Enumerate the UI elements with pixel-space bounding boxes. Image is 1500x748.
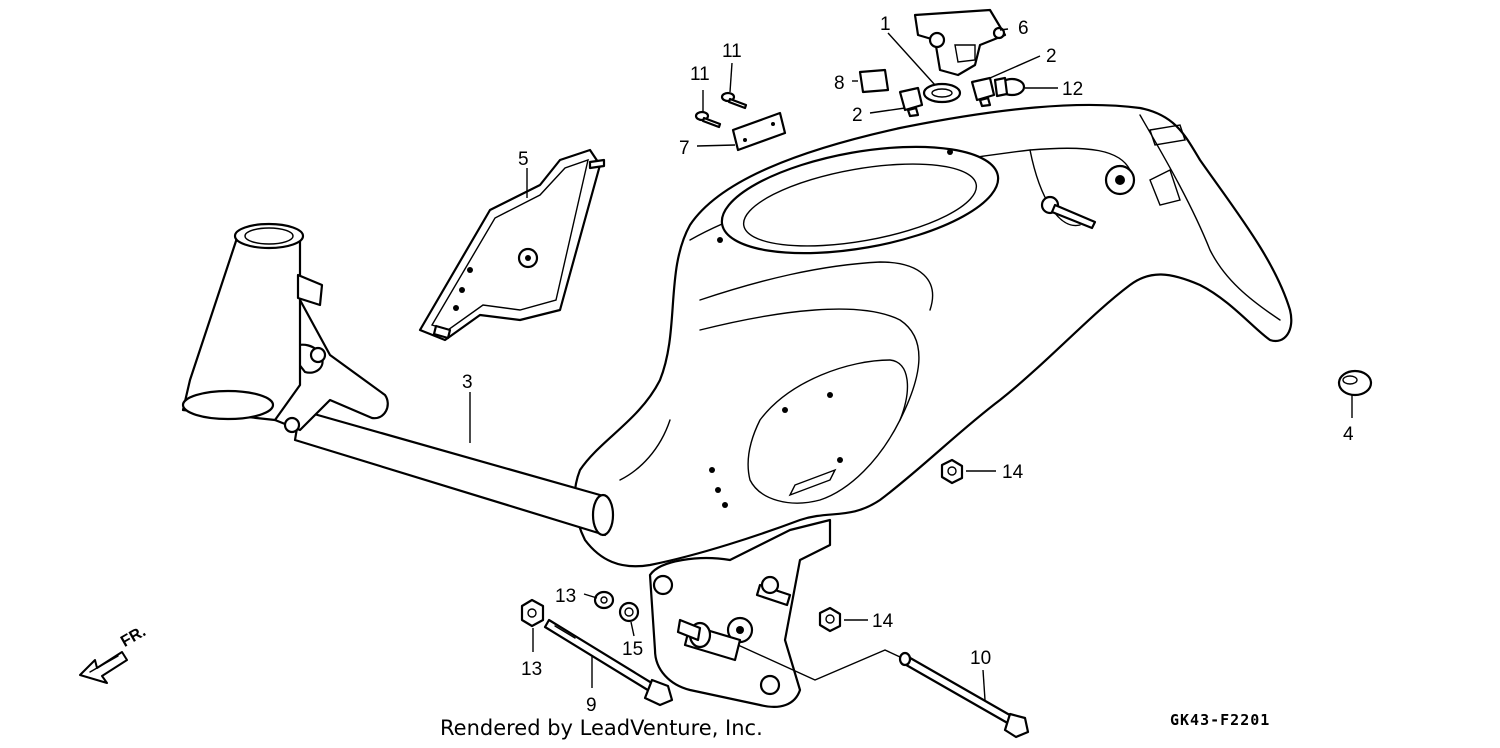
- label-part-8: [858, 68, 890, 94]
- bolt-part-9: [543, 618, 674, 707]
- frame-body: [573, 103, 1293, 568]
- clip-part-2-right: [970, 76, 996, 108]
- diagram-code: GK43-F2201: [1170, 711, 1271, 729]
- callout-2-left: 2: [852, 105, 863, 126]
- plate-part-5: [418, 148, 606, 342]
- callout-9: 9: [586, 695, 597, 716]
- callout-5: 5: [518, 149, 529, 170]
- grommet-part-1: [922, 82, 962, 104]
- callout-1: 1: [880, 14, 891, 35]
- washer-part-15: [618, 601, 640, 623]
- nut-part-13-upper: [593, 590, 615, 610]
- callout-8: 8: [834, 73, 845, 94]
- callout-4: 4: [1343, 424, 1354, 445]
- down-tube: [181, 222, 615, 537]
- screw-part-11-right: [720, 91, 748, 110]
- callout-14-upper: 14: [1002, 462, 1024, 483]
- callout-13-upper: 13: [555, 586, 576, 607]
- cap-part-4: [1337, 369, 1373, 397]
- nut-part-14-lower: [818, 606, 842, 633]
- callout-2-right: 2: [1046, 46, 1057, 67]
- engine-hanger: [648, 518, 832, 708]
- plate-part-7: [731, 111, 787, 152]
- callout-11-left: 11: [690, 64, 710, 85]
- callout-6: 6: [1018, 18, 1029, 39]
- credit-text: Rendered by LeadVenture, Inc.: [440, 716, 763, 740]
- nut-part-13-lower: [520, 598, 545, 628]
- callout-14-lower: 14: [872, 611, 894, 632]
- clip-part-2-left: [898, 86, 924, 118]
- callout-labels: 1 2 2 3 4 5 6 7 8 9 10 11 11 12 13 13 14…: [462, 14, 1354, 716]
- callout-13-lower: 13: [521, 659, 542, 680]
- leader-lines: [469, 28, 1353, 701]
- nut-part-14-upper: [940, 458, 964, 485]
- callout-7: 7: [679, 138, 690, 159]
- callout-12: 12: [1062, 79, 1083, 100]
- front-direction-arrow-icon: [79, 651, 128, 684]
- callout-3: 3: [462, 372, 473, 393]
- cap-part-12: [993, 76, 1026, 98]
- bracket-part-6: [913, 8, 1007, 77]
- bolt-part-10: [898, 651, 1030, 739]
- callout-15: 15: [622, 639, 643, 660]
- callout-10: 10: [970, 648, 991, 669]
- callout-11-right: 11: [722, 41, 742, 62]
- screw-part-11-left: [694, 110, 722, 129]
